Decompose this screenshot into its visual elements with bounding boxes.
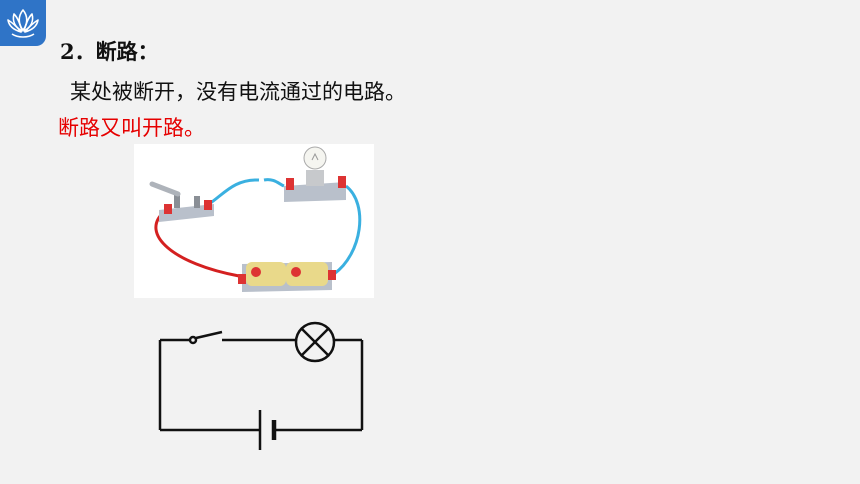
section-heading: 2．断路：: [60, 39, 159, 64]
definition-text: 某处被断开，没有电流通过的电路。: [70, 80, 406, 104]
wire-icon: [208, 178, 260, 206]
circuit-photo: [134, 144, 374, 298]
battery-symbol-icon: [258, 410, 277, 450]
light-bulb-icon: [284, 146, 346, 202]
wire-icon: [263, 178, 285, 188]
highlight-note: 断路又叫开路。: [58, 116, 205, 140]
knife-switch-icon: [149, 181, 214, 222]
open-switch-symbol-icon: [188, 330, 223, 345]
wire-icon: [333, 184, 362, 276]
lotus-logo-icon: [0, 0, 46, 46]
battery-icon: [238, 262, 336, 292]
lamp-symbol-icon: [294, 321, 336, 363]
wire-icon: [154, 210, 240, 278]
circuit-schematic: [150, 312, 380, 462]
